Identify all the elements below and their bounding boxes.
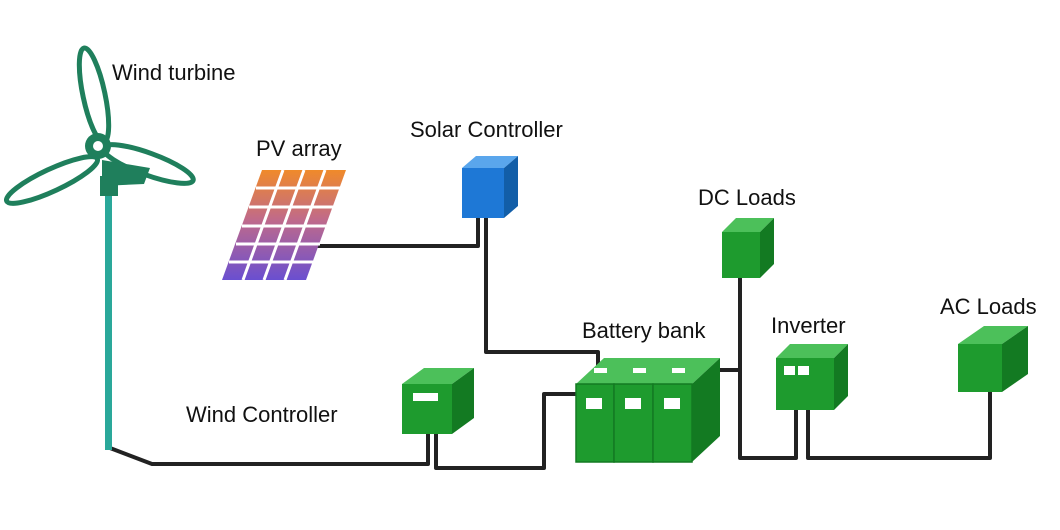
label-wind-controller: Wind Controller bbox=[186, 402, 338, 427]
wind-controller-box bbox=[402, 368, 474, 434]
dc-loads-box bbox=[722, 218, 774, 278]
wire-bus-to-inverter bbox=[738, 370, 798, 460]
wire-wind-controller-to-battery bbox=[434, 392, 578, 470]
wire-battery-to-dc-loads bbox=[716, 276, 742, 372]
pv-array-icon bbox=[222, 169, 346, 281]
wiring bbox=[109, 218, 992, 470]
wind-turbine-icon bbox=[3, 45, 196, 450]
label-solar-controller: Solar Controller bbox=[410, 117, 563, 142]
wire-inverter-to-ac-loads bbox=[806, 392, 992, 460]
solar-controller-box bbox=[462, 156, 518, 218]
label-pv-array: PV array bbox=[256, 136, 342, 161]
battery-cell-3 bbox=[652, 368, 693, 463]
inverter-box bbox=[776, 344, 848, 410]
label-dc-loads: DC Loads bbox=[698, 185, 796, 210]
wire-turbine-to-wind-controller bbox=[109, 432, 430, 466]
label-inverter: Inverter bbox=[771, 313, 846, 338]
wire-solar-controller-to-battery bbox=[484, 218, 600, 370]
wire-pv-to-solar-controller bbox=[312, 218, 480, 248]
label-wind-turbine: Wind turbine bbox=[112, 60, 236, 85]
battery-cell-2 bbox=[613, 368, 654, 463]
label-ac-loads: AC Loads bbox=[940, 294, 1037, 319]
label-battery-bank: Battery bank bbox=[582, 318, 706, 343]
battery-bank bbox=[575, 358, 720, 463]
battery-cell-1 bbox=[575, 368, 615, 463]
ac-loads-box bbox=[958, 326, 1028, 392]
